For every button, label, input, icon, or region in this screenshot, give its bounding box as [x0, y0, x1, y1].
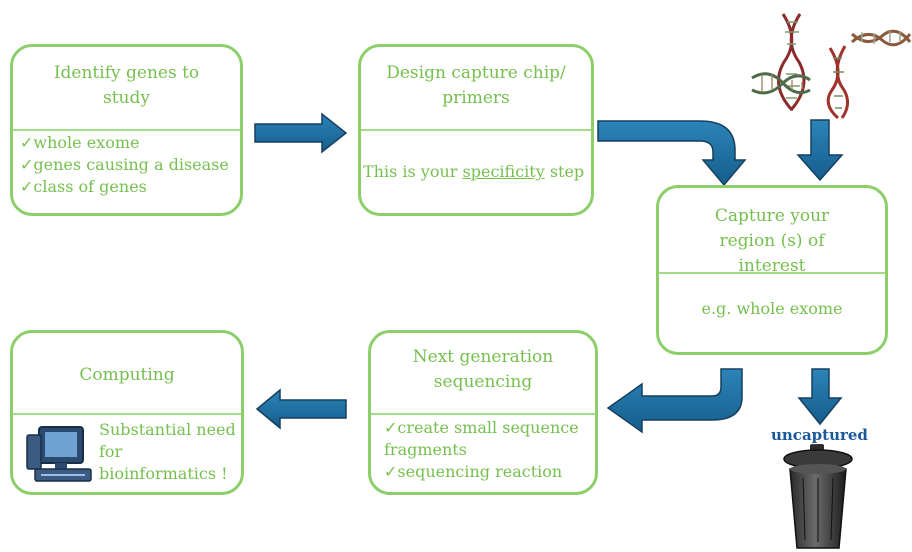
list-item: ✓whole exome [20, 133, 140, 152]
ngs-box: Next generation sequencing ✓create small… [368, 330, 598, 495]
check-icon: ✓ [384, 418, 398, 437]
check-icon: ✓ [20, 177, 34, 196]
specificity-emphasis: specificity [462, 162, 545, 181]
list-item: ✓sequencing reaction [384, 462, 563, 481]
identify-divider [13, 129, 240, 131]
design-body: This is your specificity step [363, 162, 585, 181]
arrow-down-1 [796, 119, 844, 182]
computing-title: Computing [79, 365, 175, 385]
computing-box: Computing Substantial need for bioinform… [10, 330, 244, 495]
identify-list: ✓whole exome ✓genes causing a disease ✓c… [20, 132, 229, 198]
list-item: ✓genes causing a disease [20, 155, 229, 174]
capture-region-box: Capture your region (s) of interest e.g.… [656, 185, 888, 355]
dna-helix-icon [751, 13, 912, 120]
check-icon: ✓ [20, 155, 34, 174]
list-item: ✓create small sequence fragments [384, 418, 579, 459]
ngs-divider [371, 413, 595, 415]
capture-divider [659, 272, 885, 274]
arrow-curve-left-1 [606, 368, 743, 434]
arrow-down-2 [797, 368, 843, 426]
capture-body: e.g. whole exome [701, 299, 843, 318]
ngs-title: Next generation sequencing [412, 347, 554, 392]
computer-icon [26, 426, 92, 482]
design-divider [361, 129, 591, 131]
identify-genes-title: Identify genes to study [53, 63, 200, 108]
capture-region-title: Capture your region (s) of interest [714, 206, 830, 276]
uncaptured-label: uncaptured [771, 426, 868, 444]
identify-genes-box: Identify genes to study ✓whole exome ✓ge… [10, 44, 243, 216]
list-item: ✓class of genes [20, 177, 147, 196]
ngs-list: ✓create small sequence fragments ✓sequen… [384, 417, 594, 483]
design-capture-box: Design capture chip/ primers This is you… [358, 44, 594, 216]
design-capture-title: Design capture chip/ primers [386, 63, 566, 108]
arrow-right-1 [254, 112, 348, 154]
arrow-curve-down-1 [597, 120, 747, 187]
check-icon: ✓ [384, 462, 398, 481]
computing-body: Substantial need for bioinformatics ! [99, 420, 236, 483]
computing-divider [13, 413, 241, 415]
arrow-left-1 [255, 388, 347, 430]
trash-can-icon [783, 444, 853, 549]
check-icon: ✓ [20, 133, 34, 152]
